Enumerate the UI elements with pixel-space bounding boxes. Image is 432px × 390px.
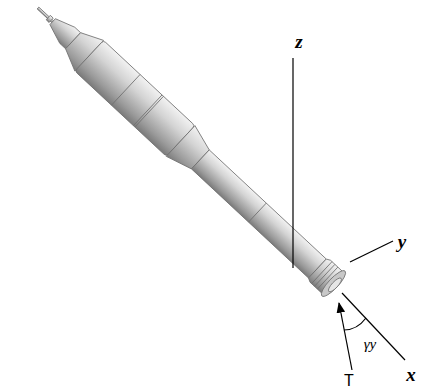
- thrust-arrow: [339, 303, 352, 370]
- axis-label: x: [406, 364, 416, 385]
- axis-label: x: [406, 364, 416, 386]
- thrust-label: T: [344, 372, 354, 389]
- axes: [293, 58, 405, 370]
- axis-label: z: [295, 31, 302, 53]
- y-axis: [350, 241, 393, 262]
- z-axis: [292, 58, 293, 268]
- thrust-label: T: [344, 372, 354, 390]
- angle-label: γy: [364, 336, 377, 352]
- angle-label: γy: [364, 335, 377, 353]
- axis-label: z: [295, 31, 302, 52]
- axis-label: y: [398, 231, 406, 252]
- x-axis: [342, 293, 405, 360]
- angle-arc: [344, 318, 366, 330]
- rocket-body: [24, 0, 352, 302]
- axis-label: y: [398, 231, 406, 253]
